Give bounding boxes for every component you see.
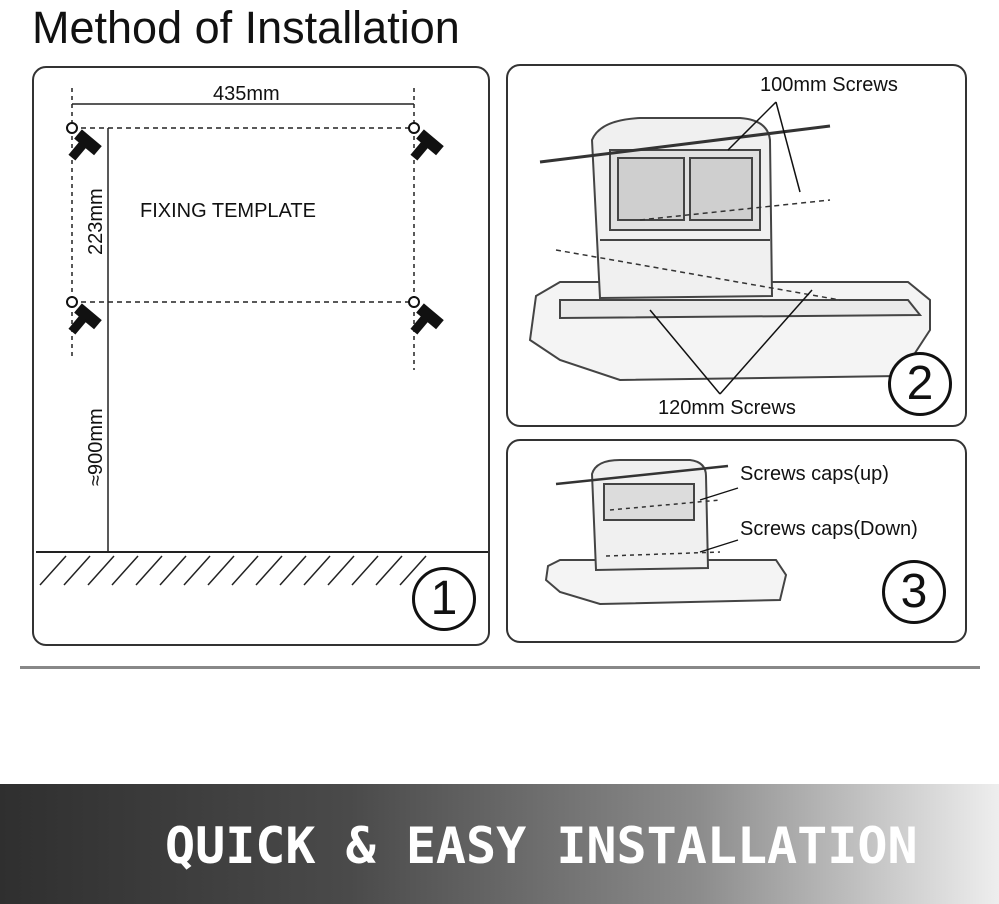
- step-2-number: 2: [888, 352, 952, 416]
- step-3-number: 3: [882, 560, 946, 624]
- fixing-template-label: FIXING TEMPLATE: [140, 200, 316, 222]
- screws-100mm-label: 100mm Screws: [760, 74, 898, 96]
- screw-caps-down-label: Screws caps(Down): [740, 518, 918, 540]
- width-dimension-label: 435mm: [213, 83, 280, 105]
- step-1-number: 1: [412, 567, 476, 631]
- height-dimension-label: 223mm: [85, 188, 107, 255]
- step-2-panel: [506, 64, 967, 427]
- floor-height-label: ≈900mm: [85, 408, 107, 486]
- section-divider: [20, 666, 980, 669]
- step-1-panel: [32, 66, 490, 646]
- bottom-banner: [0, 784, 999, 904]
- screws-120mm-label: 120mm Screws: [658, 397, 796, 419]
- step-3-panel: [506, 439, 967, 643]
- page-title: Method of Installation: [32, 2, 460, 53]
- banner-text: QUICK & EASY INSTALLATION: [165, 817, 918, 875]
- screw-caps-up-label: Screws caps(up): [740, 463, 889, 485]
